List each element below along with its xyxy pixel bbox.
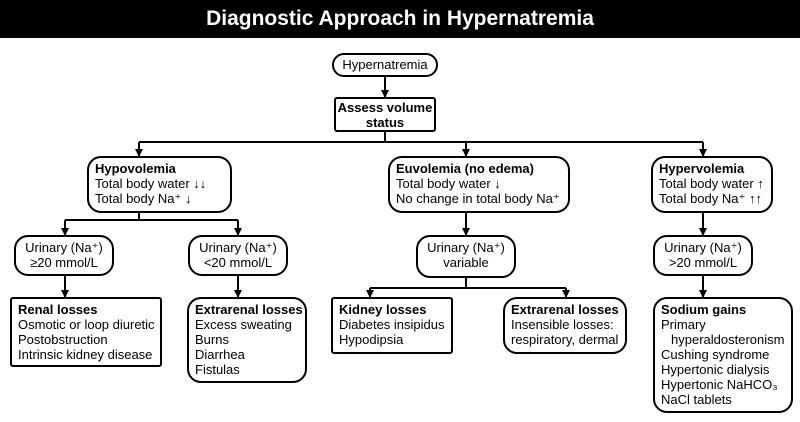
extrarenal-losses-item: Fistulas [195, 362, 240, 377]
urinary-variable-line-2: variable [443, 255, 489, 270]
diagram-title: Diagnostic Approach in Hypernatremia [0, 0, 800, 38]
urinary-variable-line-1: Urinary (Na⁺) [427, 240, 505, 255]
extrarenal-losses-eu-item: respiratory, dermal [511, 332, 619, 347]
hypervolemia-node: Hypervolemia Total body water ↑ Total bo… [651, 156, 773, 213]
euvolemia-node: Euvolemia (no edema) Total body water ↓ … [388, 156, 570, 213]
hypernatremia-label: Hypernatremia [342, 57, 428, 72]
sodium-gains-item: Primary [661, 317, 706, 332]
extrarenal-losses-eu-node: Extrarenal losses Insensible losses: res… [503, 297, 627, 354]
urinary-high-line-2: ≥20 mmol/L [30, 255, 98, 270]
euvolemia-water: Total body water ↓ [396, 176, 501, 191]
renal-losses-item: Osmotic or loop diuretic [18, 317, 155, 332]
hypervolemia-water: Total body water ↑ [659, 176, 764, 191]
urinary-variable-node: Urinary (Na⁺) variable [416, 235, 516, 278]
extrarenal-losses-eu-item: Insensible losses: [511, 317, 614, 332]
sodium-gains-title: Sodium gains [661, 302, 747, 317]
kidney-losses-item: Hypodipsia [339, 332, 404, 347]
extrarenal-losses-item: Burns [195, 332, 229, 347]
kidney-losses-title: Kidney losses [339, 302, 427, 317]
urinary-hyper-node: Urinary (Na⁺) >20 mmol/L [653, 235, 753, 276]
extrarenal-losses-title: Extrarenal losses [195, 302, 303, 317]
urinary-low-line-2: <20 mmol/L [203, 255, 273, 270]
extrarenal-losses-eu-title: Extrarenal losses [511, 302, 619, 317]
extrarenal-losses-item: Excess sweating [195, 317, 292, 332]
urinary-low-node: Urinary (Na⁺) <20 mmol/L [188, 235, 288, 276]
sodium-gains-item: Cushing syndrome [661, 347, 770, 362]
urinary-low-line-1: Urinary (Na⁺) [199, 240, 277, 255]
sodium-gains-item: Hypertonic NaHCO₃ [661, 377, 778, 392]
extrarenal-losses-item: Diarrhea [195, 347, 245, 362]
hypovolemia-sodium: Total body Na⁺ ↓ [95, 191, 192, 206]
urinary-high-line-1: Urinary (Na⁺) [25, 240, 103, 255]
renal-losses-title: Renal losses [18, 302, 98, 317]
hypovolemia-water: Total body water ↓↓ [95, 176, 207, 191]
hypernatremia-node: Hypernatremia [332, 53, 438, 77]
urinary-high-node: Urinary (Na⁺) ≥20 mmol/L [14, 235, 114, 276]
kidney-losses-node: Kidney losses Diabetes insipidus Hypodip… [331, 297, 453, 354]
euvolemia-sodium: No change in total body Na⁺ [396, 191, 560, 206]
sodium-gains-item: Hypertonic dialysis [661, 362, 770, 377]
renal-losses-node: Renal losses Osmotic or loop diuretic Po… [10, 297, 162, 367]
assess-line-1: Assess volume [337, 100, 433, 115]
assess-volume-node: Assess volume status [334, 97, 436, 132]
sodium-gains-item: NaCl tablets [661, 392, 732, 407]
hypervolemia-title: Hypervolemia [659, 161, 745, 176]
kidney-losses-item: Diabetes insipidus [339, 317, 445, 332]
hypervolemia-sodium: Total body Na⁺ ↑↑ [659, 191, 762, 206]
renal-losses-item: Postobstruction [18, 332, 108, 347]
urinary-hyper-line-2: >20 mmol/L [668, 255, 738, 270]
extrarenal-losses-node: Extrarenal losses Excess sweating Burns … [187, 297, 307, 383]
urinary-hyper-line-1: Urinary (Na⁺) [664, 240, 742, 255]
euvolemia-title: Euvolemia (no edema) [396, 161, 534, 176]
assess-line-2: status [365, 115, 405, 130]
renal-losses-item: Intrinsic kidney disease [18, 347, 153, 362]
hypovolemia-node: Hypovolemia Total body water ↓↓ Total bo… [87, 156, 232, 213]
sodium-gains-item: hyperaldosteronism [671, 332, 785, 347]
hypovolemia-title: Hypovolemia [95, 161, 176, 176]
sodium-gains-node: Sodium gains Primary hyperaldosteronism … [653, 297, 793, 413]
